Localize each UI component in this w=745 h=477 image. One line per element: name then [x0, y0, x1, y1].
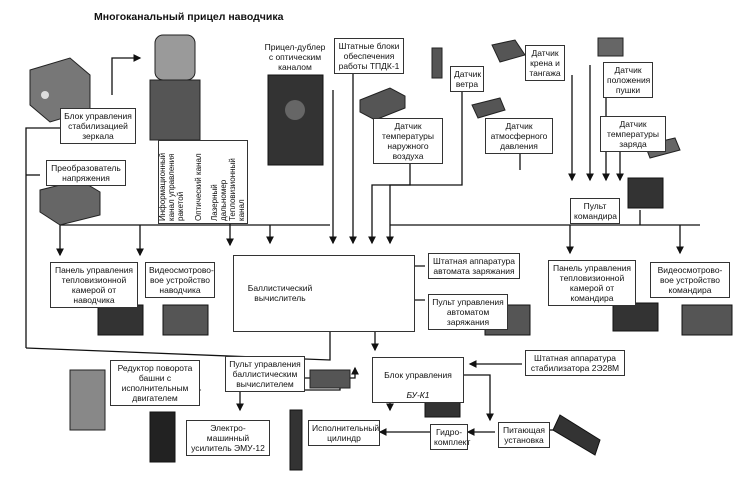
label-autoloader-equip: Штатная аппаратура автомата заряжания [428, 253, 520, 279]
label-roll-pitch: Датчик крена и тангажа [525, 45, 565, 81]
label-emu: Электро-машинный усилитель ЭМУ-12 [186, 420, 270, 456]
label-charge-temp: Датчик температуры заряда [600, 116, 666, 152]
ballistic-box [233, 255, 415, 332]
label-panel-cmd: Панель управления тепловизионной камерой… [548, 260, 636, 306]
label-power: Питающая установка [498, 422, 550, 448]
label-dubler: Прицел-дублер с оптическим каналом [264, 42, 326, 72]
label-atm-pressure: Датчик атмосферного давления [485, 118, 553, 154]
label-ballistic-console: Пульт управления баллистическим вычислит… [225, 356, 305, 392]
label-cylinder: Исполнительный цилиндр [308, 420, 380, 446]
label-stab-mirror: Блок управления стабилизацией зеркала [60, 108, 136, 144]
label-hydro: Гидро-комплект [430, 424, 470, 450]
label-turret-reducer: Редуктор поворота башни с исполнительным… [110, 360, 200, 406]
label-ballistic: Баллистический вычислитель [247, 283, 313, 303]
label-panel-gunner: Панель управления тепловизионной камерой… [50, 262, 138, 308]
label-channel-info: Информационный канал управления ракетой [158, 152, 185, 221]
label-gun-pos: Датчик положения пушки [603, 62, 653, 98]
label-voltage-conv: Преобразователь напряжения [46, 160, 126, 186]
label-channel-thermal: Тепловизионный канал [228, 158, 246, 221]
label-control-unit: Блок управления БУ-К1 [372, 357, 464, 403]
label-channel-laser: Лазерный дальномер [210, 179, 228, 221]
control-unit-name: Блок управления [384, 370, 452, 380]
control-unit-code: БУ-К1 [406, 390, 430, 400]
label-autoloader-console: Пульт управления автоматом заряжания [428, 294, 508, 330]
label-stab-equip: Штатная аппаратура стабилизатора 2Э28М [525, 350, 625, 376]
channels-box [158, 140, 248, 224]
label-video-cmd: Видеосмотрово-вое устройство командира [650, 262, 730, 298]
label-air-temp: Датчик температуры наружного воздуха [373, 118, 443, 164]
label-cmd-console: Пульт командира [570, 198, 620, 224]
label-video-gunner: Видеосмотрово-вое устройство наводчика [145, 262, 215, 298]
diagram-title: Многоканальный прицел наводчика [94, 11, 284, 23]
label-channel-optic: Оптический канал [194, 153, 203, 221]
label-tpdk: Штатные блоки обеспечения работы ТПДК-1 [334, 38, 404, 74]
label-wind: Датчик ветра [450, 66, 484, 92]
